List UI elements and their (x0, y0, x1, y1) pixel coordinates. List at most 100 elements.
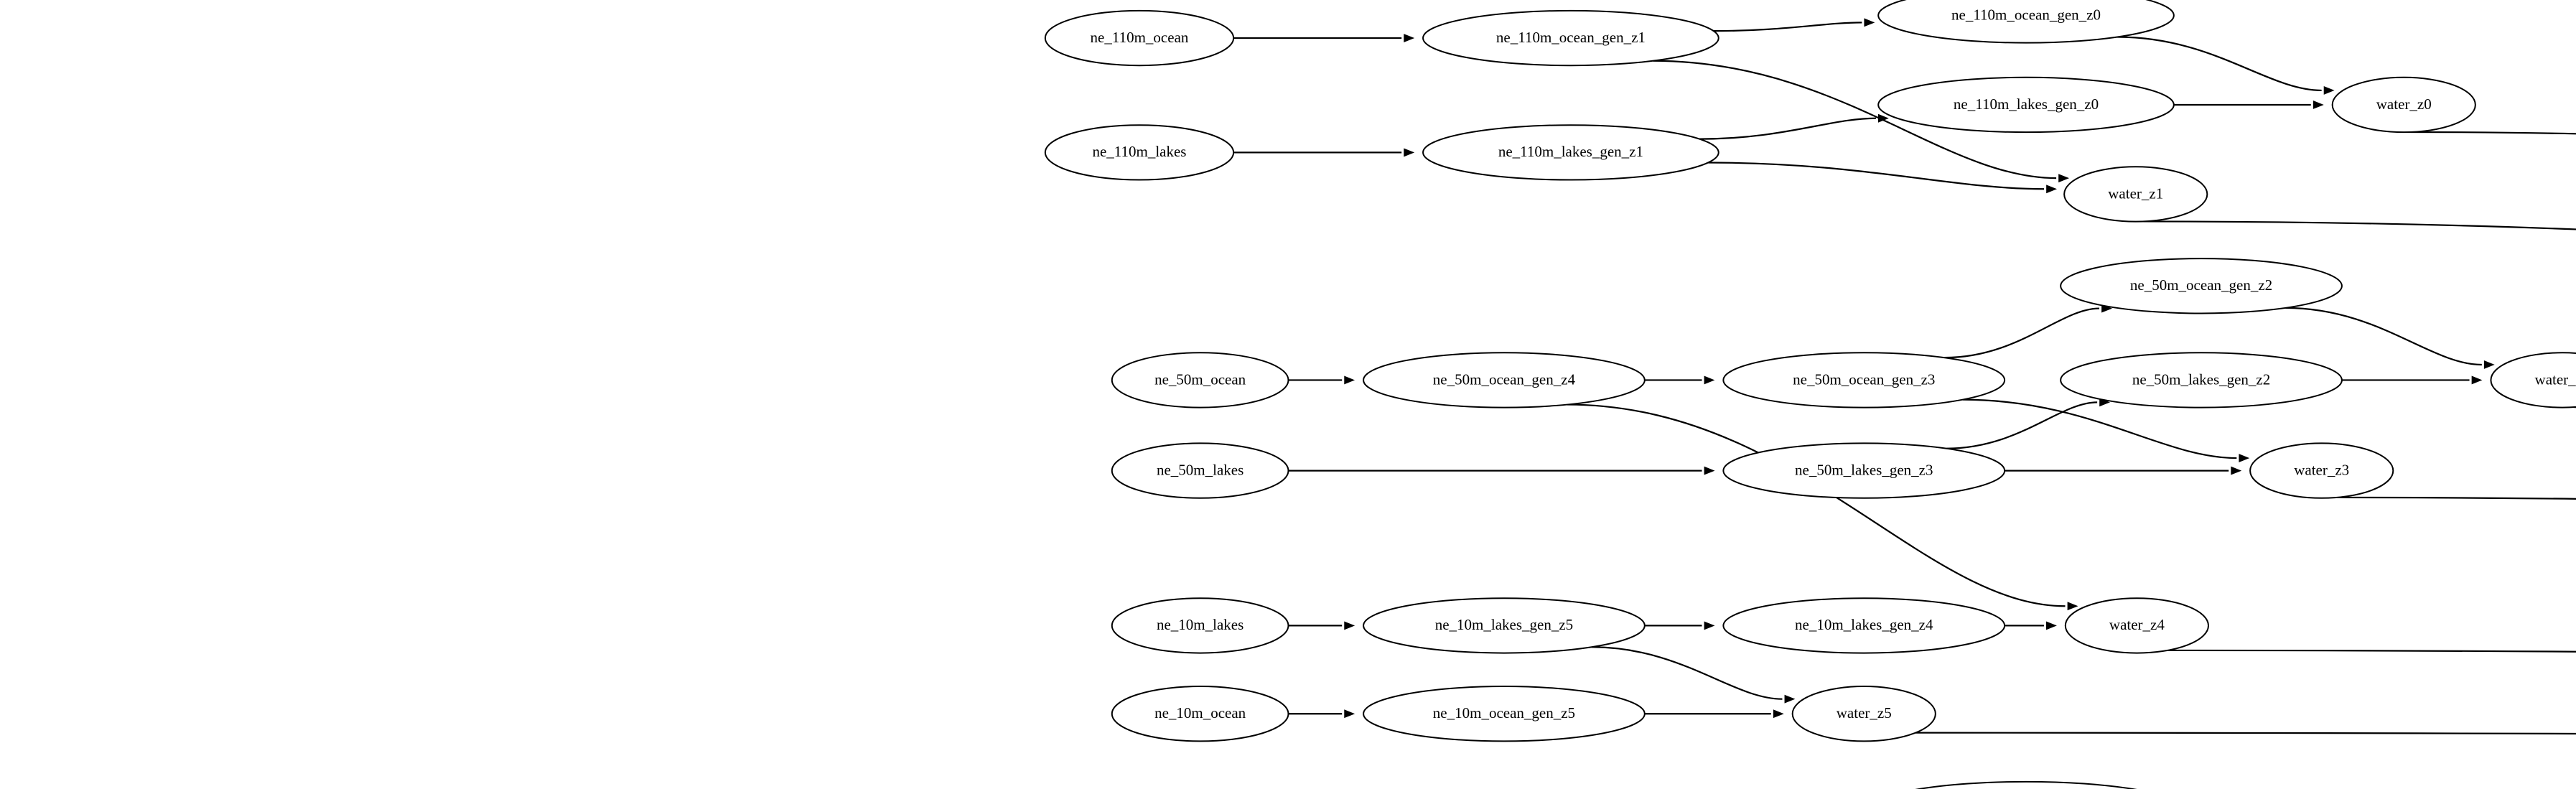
graph-node-ne_10m_lakes_gen_z5[interactable]: ne_10m_lakes_gen_z5 (1363, 597, 1646, 654)
node-ellipse (1422, 9, 1719, 67)
edge-ne_110m_lakes_gen_z1-to-water_z1 (1708, 162, 2045, 190)
node-ellipse (1363, 686, 1646, 742)
edge-ne_110m_lakes_gen_z1-to-ne_110m_lakes_gen_z0 (1699, 117, 1876, 140)
graph-node-water_z5[interactable]: water_z5 (1791, 686, 1936, 742)
graph-node-water_z3[interactable]: water_z3 (2249, 442, 2394, 499)
node-ellipse (1722, 442, 2006, 499)
node-ellipse (1791, 686, 1936, 742)
node-ellipse (1044, 9, 1235, 67)
node-ellipse (1363, 597, 1646, 654)
edge-arrowhead (1877, 113, 1889, 123)
graph-node-ne_50m_ocean_gen_z3[interactable]: ne_50m_ocean_gen_z3 (1722, 352, 2006, 408)
node-label: ne_10m_lakes_gen_z4 (1795, 616, 1933, 633)
edge-arrowhead (1773, 709, 1784, 719)
graph-node-osm_water_polygon_gen_z6[interactable]: osm_water_polygon_gen_z6 (1869, 780, 2183, 789)
edge-ne_10m_lakes_gen_z5-to-water_z5 (1591, 646, 1783, 700)
edge-arrowhead (2323, 85, 2335, 95)
node-label: ne_50m_ocean_gen_z3 (1793, 370, 1935, 388)
graph-node-ne_10m_ocean_gen_z5[interactable]: ne_10m_ocean_gen_z5 (1363, 686, 1646, 742)
edge-arrowhead (1704, 375, 1715, 385)
graph-node-ne_110m_lakes[interactable]: ne_110m_lakes (1044, 124, 1235, 181)
graph-node-ne_10m_lakes_gen_z4[interactable]: ne_10m_lakes_gen_z4 (1722, 597, 2006, 654)
node-label: ne_110m_ocean_gen_z1 (1496, 29, 1646, 46)
node-ellipse (1877, 0, 2175, 44)
graph-node-ne_10m_ocean[interactable]: ne_10m_ocean (1111, 686, 1289, 742)
node-label: water_z2 (2535, 370, 2576, 388)
edge-arrowhead (1344, 709, 1355, 719)
edge-arrowhead (1344, 621, 1355, 630)
edge-ne_50m_ocean_gen_z4-to-water_z4 (1567, 403, 2066, 607)
edge-arrowhead (1344, 375, 1355, 385)
graph-node-ne_110m_lakes_gen_z0[interactable]: ne_110m_lakes_gen_z0 (1877, 76, 2175, 134)
node-label: ne_10m_lakes (1157, 616, 1243, 633)
node-ellipse (2063, 166, 2208, 223)
graph-node-ne_110m_ocean_gen_z0[interactable]: ne_110m_ocean_gen_z0 (1877, 0, 2175, 44)
graph-node-ne_110m_lakes_gen_z1[interactable]: ne_110m_lakes_gen_z1 (1422, 124, 1719, 181)
node-ellipse (1111, 686, 1289, 742)
graph-node-ne_110m_ocean_gen_z1[interactable]: ne_110m_ocean_gen_z1 (1422, 9, 1719, 67)
node-label: ne_110m_lakes (1092, 143, 1186, 160)
node-ellipse (1363, 352, 1646, 408)
node-ellipse (2490, 352, 2576, 408)
node-label: ne_10m_lakes_gen_z5 (1435, 616, 1573, 633)
edge-arrowhead (2058, 174, 2070, 183)
edge-arrowhead (2313, 101, 2324, 109)
graph-node-ne_50m_lakes_gen_z2[interactable]: ne_50m_lakes_gen_z2 (2060, 352, 2343, 408)
node-label: ne_10m_ocean (1154, 704, 1246, 722)
graph-node-water_z2[interactable]: water_z2 (2490, 352, 2576, 408)
graph-node-water_z4[interactable]: water_z4 (2064, 597, 2209, 654)
edge-arrowhead (1784, 694, 1796, 704)
node-label: ne_110m_ocean_gen_z0 (1951, 6, 2101, 23)
node-ellipse (2249, 442, 2394, 499)
node-label: ne_50m_lakes (1157, 461, 1243, 478)
node-label: ne_10m_ocean_gen_z5 (1433, 704, 1575, 722)
edge-layer (1233, 18, 2576, 735)
edge-arrowhead (1864, 18, 1875, 27)
edge-arrowhead (2067, 602, 2078, 611)
graph-node-water_z0[interactable]: water_z0 (2331, 76, 2476, 134)
edge-arrowhead (1404, 34, 1415, 42)
graph-node-ne_110m_ocean[interactable]: ne_110m_ocean (1044, 9, 1235, 67)
graph-node-ne_10m_lakes[interactable]: ne_10m_lakes (1111, 597, 1289, 654)
node-label: ne_110m_ocean (1091, 29, 1189, 46)
graph-node-ne_50m_ocean_gen_z2[interactable]: ne_50m_ocean_gen_z2 (2060, 258, 2343, 314)
node-label: ne_50m_ocean_gen_z2 (2130, 276, 2272, 294)
edge-arrowhead (2046, 185, 2058, 194)
node-ellipse (2060, 352, 2343, 408)
edge-ne_110m_ocean_gen_z0-to-water_z0 (2117, 36, 2322, 92)
node-ellipse (1044, 124, 1235, 181)
node-ellipse (1422, 124, 1719, 181)
node-ellipse (1111, 442, 1289, 499)
node-label: water_z1 (2108, 185, 2163, 202)
edge-water_z4-to-layer_water-z4 (2167, 649, 2576, 653)
node-ellipse (2331, 76, 2476, 134)
node-label: ne_110m_lakes_gen_z0 (1954, 95, 2099, 113)
edge-arrowhead (2239, 454, 2250, 463)
graph-node-water_z1[interactable]: water_z1 (2063, 166, 2208, 223)
node-ellipse (2060, 258, 2343, 314)
edge-ne_50m_lakes_gen_z3-to-ne_50m_lakes_gen_z2 (1946, 401, 2098, 449)
node-ellipse (1722, 597, 2006, 654)
edge-arrowhead (2471, 375, 2483, 385)
node-label: water_z3 (2294, 461, 2349, 478)
edge-arrowhead (1404, 148, 1415, 157)
node-ellipse (1915, 780, 2137, 789)
node-ellipse (1111, 597, 1289, 654)
edge-arrowhead (2046, 621, 2057, 630)
edge-water_z5-to-layer_water-z5 (1915, 732, 2576, 735)
edge-ne_50m_ocean_gen_z3-to-ne_50m_ocean_gen_z2 (1944, 307, 2100, 359)
edge-water_z3-to-layer_water-z3 (2336, 496, 2576, 500)
node-label: ne_50m_lakes_gen_z2 (2132, 370, 2270, 388)
graph-node-ne_50m_lakes_gen_z3[interactable]: ne_50m_lakes_gen_z3 (1722, 442, 2006, 499)
edge-arrowhead (1704, 621, 1715, 630)
node-label: ne_50m_lakes_gen_z3 (1795, 461, 1933, 478)
edge-ne_110m_ocean_gen_z1-to-ne_110m_ocean_gen_z0 (1713, 22, 1862, 32)
graph-node-ne_50m_ocean[interactable]: ne_50m_ocean (1111, 352, 1289, 408)
edge-ne_50m_ocean_gen_z2-to-water_z2 (2285, 307, 2482, 366)
graph-node-ne_50m_ocean_gen_z4[interactable]: ne_50m_ocean_gen_z4 (1363, 352, 1646, 408)
graph-node-ne_50m_lakes[interactable]: ne_50m_lakes (1111, 442, 1289, 499)
node-ellipse (1877, 76, 2175, 134)
node-label: ne_110m_lakes_gen_z1 (1498, 143, 1643, 160)
